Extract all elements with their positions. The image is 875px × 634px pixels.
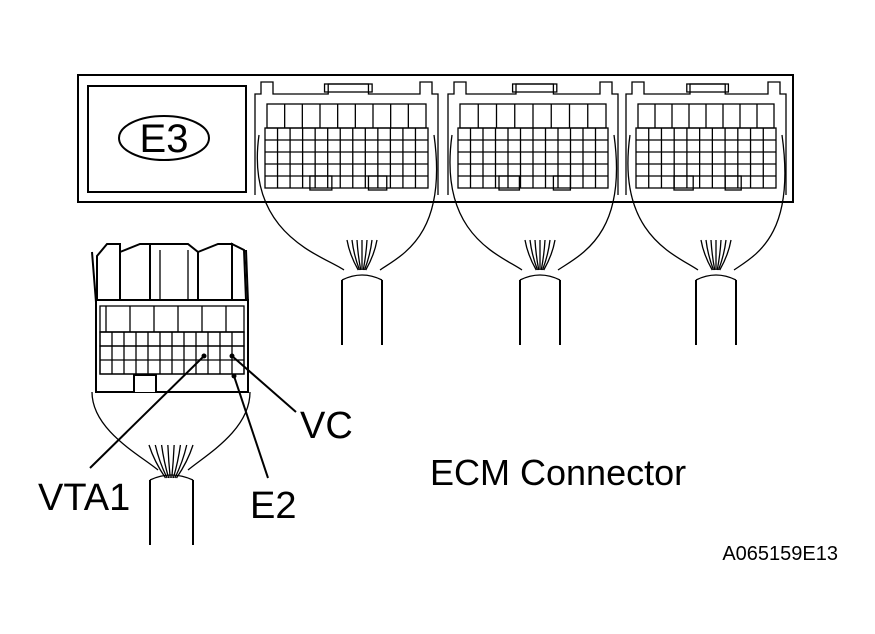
ecm-plug-group	[254, 81, 787, 345]
connector-id-badge: E3	[118, 115, 210, 161]
figure-code: A065159E13	[722, 543, 838, 565]
ecm-plug-2	[447, 81, 619, 345]
connector-id-label: E3	[140, 117, 189, 161]
pin-label-vc: VC	[300, 405, 353, 447]
pin-label-e2: E2	[250, 485, 296, 527]
ecm-housing	[77, 74, 794, 203]
e2-leader-line	[233, 375, 269, 479]
pin-leader-lines	[89, 353, 297, 479]
diagram-caption: ECM Connector	[430, 452, 686, 493]
pin-label-vta1: VTA1	[38, 477, 130, 519]
ecm-plug-3	[625, 81, 787, 345]
vta1-leader-line	[89, 355, 205, 469]
ecm-plug-1	[254, 81, 439, 345]
harness-connector	[91, 242, 251, 545]
vc-leader-line	[231, 355, 297, 413]
